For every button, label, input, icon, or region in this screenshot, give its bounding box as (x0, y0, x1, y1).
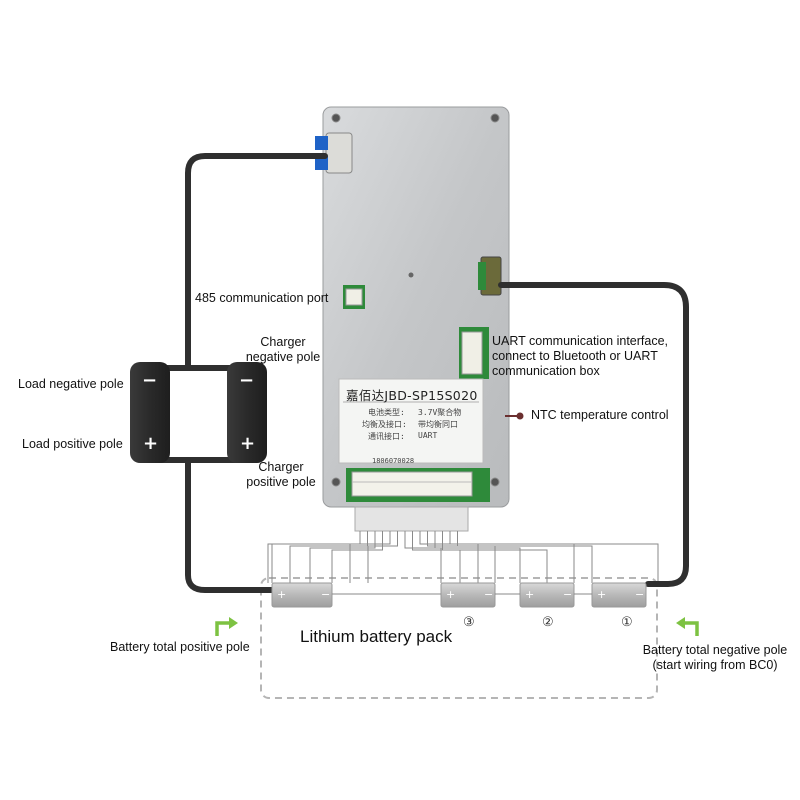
cell-1 (591, 582, 647, 608)
label-load-positive: Load positive pole (22, 437, 123, 451)
spec-row2-label: 均衡及接口: (362, 420, 407, 429)
label-charger-positive: Charger positive pole (246, 460, 316, 489)
balance-wire (442, 531, 548, 583)
spec-row1-value: 3.7V聚合物 (418, 408, 462, 417)
cell-number-2: ② (542, 614, 554, 629)
balance-wire (349, 531, 391, 583)
negative-pole-arrow-icon (685, 621, 699, 636)
board-brand: 嘉佰达JBD-SP15S020 (346, 388, 478, 403)
battery-pack-outline (260, 577, 658, 699)
positive-pole-arrow-icon (215, 621, 229, 636)
label-total-positive: Battery total positive pole (110, 640, 250, 654)
balance-wire (404, 531, 442, 583)
balance-wire (331, 531, 383, 583)
spec-row3-label: 通讯接口: (368, 432, 405, 441)
label-ntc: NTC temperature control (531, 408, 669, 422)
charger-negative-mark: − (239, 370, 255, 391)
cell-number-3: ③ (463, 614, 475, 629)
balance-wire (309, 531, 376, 583)
cell-3 (440, 582, 496, 608)
cell-1-plus: + (597, 588, 607, 601)
cell-2-minus: − (563, 588, 573, 601)
load-negative-mark: − (142, 370, 158, 391)
board-serial: 1806070028 (372, 457, 415, 465)
balance-wire (449, 531, 575, 583)
balance-wire (434, 531, 521, 583)
blue-clip (315, 136, 328, 150)
load-battery (130, 362, 170, 463)
label-load-negative: Load negative pole (18, 377, 124, 391)
balance-wire (427, 531, 496, 583)
battery-cells (271, 582, 647, 608)
balance-wire (367, 531, 398, 583)
label-total-negative: Battery total negative pole (start wirin… (642, 643, 788, 672)
wire-charger-negative (185, 153, 328, 371)
board-label-sticker (338, 378, 484, 464)
screw (331, 477, 341, 487)
cell-1-minus: − (635, 588, 645, 601)
cell-bc-positive (271, 582, 333, 608)
label-battery-pack: Lithium battery pack (300, 627, 453, 646)
bms-board (315, 106, 510, 508)
label-uart: UART communication interface, connect to… (492, 334, 669, 378)
screw (490, 113, 500, 123)
cell-bc-plus: + (277, 588, 287, 601)
spec-row2-value: 带均衡同口 (418, 420, 458, 429)
spec-row3-value: UART (418, 431, 438, 440)
label-charger-negative: Charger negative pole (245, 335, 321, 364)
balance-wire-outer-right (462, 543, 659, 583)
screw (490, 477, 500, 487)
cell-2-plus: + (525, 588, 535, 601)
balance-wire (271, 531, 361, 583)
balance-connector (351, 471, 473, 497)
cell-bc-minus: − (321, 588, 331, 601)
balance-wire (457, 531, 593, 583)
load-positive-mark: + (143, 433, 159, 454)
cell-3-minus: − (484, 588, 494, 601)
balance-ribbon-wires (267, 531, 659, 583)
balance-wire (289, 531, 368, 583)
charger-positive-mark: + (240, 433, 256, 454)
balance-wire (419, 531, 479, 583)
charger-battery (227, 362, 267, 463)
label-485-port: 485 communication port (195, 291, 329, 305)
cell-2 (519, 582, 575, 608)
balance-wire (412, 531, 461, 583)
cell-number-1: ① (621, 614, 633, 629)
wire-total-negative (498, 282, 689, 587)
blue-clip (315, 156, 328, 170)
screw (331, 113, 341, 123)
main-negative-terminal (325, 132, 353, 174)
balance-ribbon-plug (354, 506, 469, 532)
balance-wire-outer-left (267, 543, 360, 583)
spec-row1-label: 电池类型: (368, 408, 405, 417)
cell-3-plus: + (446, 588, 456, 601)
wire-total-positive (185, 457, 275, 593)
